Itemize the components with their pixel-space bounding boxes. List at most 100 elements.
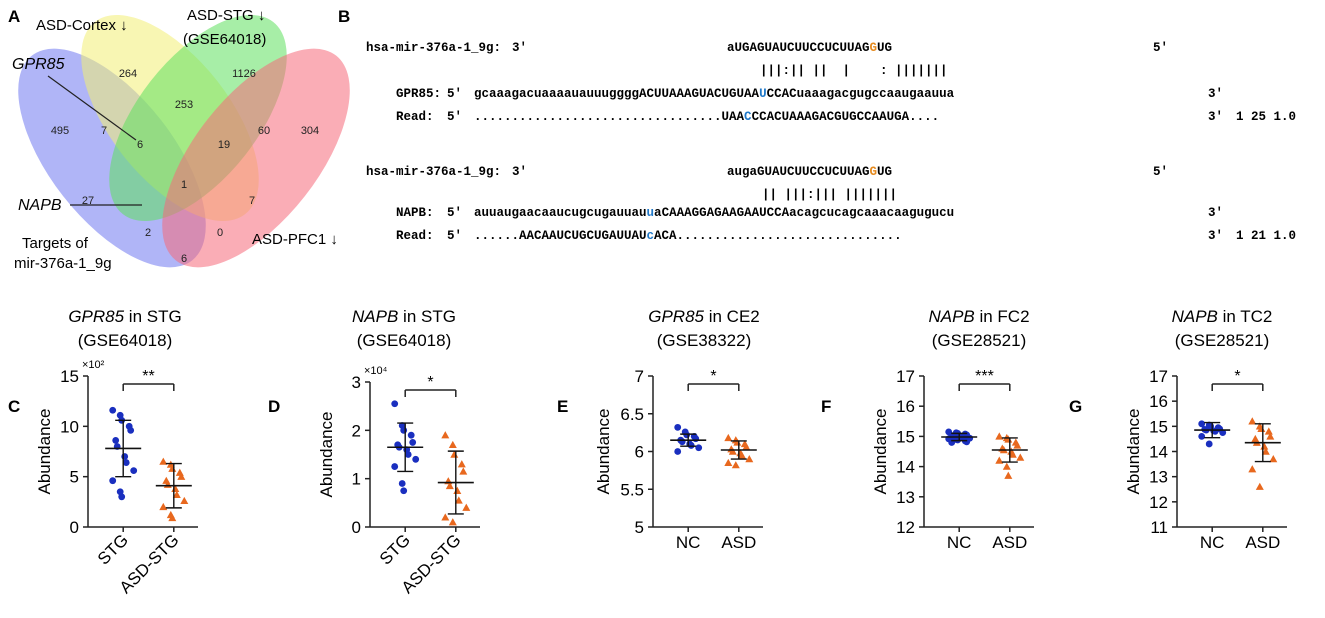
chart-subtitle: (GSE64018): [357, 331, 452, 350]
significance-label: ***: [975, 368, 994, 385]
mirna-label: hsa-mir-376a-1_9g:: [366, 41, 501, 55]
target-sequence: gcaaagacuaaaauauuuggggACUUAAAGUACUGUAAUC…: [474, 87, 955, 101]
y-tick-label: 7: [635, 367, 644, 386]
panel-label-e: E: [557, 397, 568, 416]
mirna-sequence: aUGAGUAUCUUCCUCUUAGGUG: [727, 41, 892, 55]
venn-diagram: 495 264 1126 304 7 253 60 6 19 7 27 1 0 …: [12, 7, 350, 272]
venn-count: 2: [145, 227, 151, 239]
x-tick-label: ASD: [992, 533, 1027, 552]
y-tick-label: 11: [1150, 518, 1168, 537]
pairing-line: |||:|| || | : |||||||: [760, 64, 948, 78]
venn-count: 27: [82, 195, 94, 207]
data-point: [731, 461, 740, 469]
y-tick-label: 5.5: [620, 480, 644, 499]
venn-label-targets-line2: mir-376a-1_9g: [14, 255, 112, 272]
venn-count: 253: [175, 99, 193, 111]
data-point: [175, 468, 184, 476]
y-tick-label: 15: [60, 367, 79, 386]
data-point: [1205, 440, 1213, 448]
target-prefix: 5': [447, 206, 462, 220]
y-tick-label: 14: [1149, 443, 1168, 462]
data-point: [1248, 465, 1257, 473]
data-point: [1004, 471, 1013, 479]
data-point: [1002, 462, 1011, 470]
venn-callout-line-gpr85: [47, 75, 137, 141]
data-point: [1008, 450, 1017, 458]
venn-label-asd-pfc1: ASD-PFC1 ↓: [252, 231, 338, 248]
data-point: [118, 493, 126, 501]
axis-multiplier: ×10⁴: [364, 365, 388, 377]
chart-subtitle: (GSE28521): [1175, 331, 1270, 350]
chart-title: GPR85 in CE2: [648, 307, 760, 326]
panel-label-g: G: [1069, 397, 1082, 416]
data-point: [159, 457, 168, 465]
y-tick-label: 6: [635, 443, 644, 462]
chart-subtitle: (GSE28521): [932, 331, 1027, 350]
venn-count: 7: [101, 125, 107, 137]
chart-subtitle: (GSE38322): [657, 331, 752, 350]
read-stats: 1 21 1.0: [1236, 229, 1296, 243]
y-axis-label: Abundance: [35, 408, 54, 494]
data-point: [457, 460, 466, 468]
significance-label: *: [710, 368, 716, 385]
data-point: [400, 426, 408, 434]
data-point: [995, 432, 1004, 440]
data-point: [995, 456, 1004, 464]
venn-set-asd-stg: [109, 15, 287, 221]
chart-title: GPR85 in STG: [68, 307, 181, 326]
venn-count: 304: [301, 125, 319, 137]
data-point: [674, 423, 682, 431]
x-tick-label: ASD: [721, 533, 756, 552]
target-end: 3': [1208, 87, 1223, 101]
data-point: [121, 453, 129, 460]
read-sequence: .................................UAACCCA…: [474, 110, 939, 124]
venn-count: 1: [181, 179, 187, 191]
y-tick-label: 15: [1149, 417, 1168, 436]
data-point: [177, 472, 186, 480]
venn-set-asd-pfc1: [162, 48, 350, 268]
venn-count: 495: [51, 125, 69, 137]
panel-label-b: B: [338, 7, 350, 26]
data-point: [162, 476, 171, 484]
x-tick-label: NC: [676, 533, 701, 552]
y-tick-label: 15: [896, 427, 915, 446]
data-point: [400, 487, 408, 495]
y-tick-label: 6.5: [620, 405, 644, 424]
data-point: [412, 455, 420, 463]
read-sequence: ......AACAAUCUGCUGAUUAUcACA.............…: [474, 229, 902, 243]
mirna-prefix: 3': [512, 165, 527, 179]
chart-title: NAPB in STG: [352, 307, 456, 326]
data-point: [1264, 427, 1273, 435]
data-point: [448, 518, 457, 526]
x-tick-label: STG: [376, 530, 414, 568]
y-tick-label: 16: [896, 397, 915, 416]
y-tick-label: 12: [1149, 493, 1168, 512]
data-point: [180, 496, 189, 505]
y-tick-label: 5: [635, 518, 644, 537]
data-point: [448, 440, 457, 449]
data-point: [742, 442, 751, 451]
y-tick-label: 0: [352, 518, 361, 537]
data-point: [1198, 420, 1206, 428]
mirna-end: 5': [1153, 41, 1168, 55]
data-point: [1016, 453, 1025, 461]
data-point: [398, 480, 406, 487]
x-tick-label: STG: [94, 530, 132, 568]
panel-label-a: A: [8, 7, 20, 26]
data-point: [963, 438, 971, 446]
target-label: GPR85:: [396, 87, 441, 101]
data-point: [1266, 432, 1275, 440]
mirna-label: hsa-mir-376a-1_9g:: [366, 165, 501, 179]
data-point: [391, 400, 399, 408]
data-point: [728, 447, 737, 455]
data-point: [1261, 447, 1270, 455]
y-tick-label: 0: [70, 518, 79, 537]
data-point: [1198, 433, 1206, 440]
read-stats: 1 25 1.0: [1236, 110, 1296, 124]
data-point: [1255, 482, 1264, 490]
